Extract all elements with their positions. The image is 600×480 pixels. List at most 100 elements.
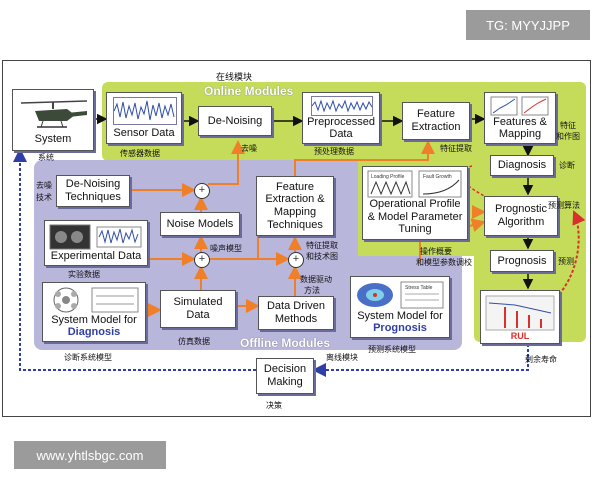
data-driven-cn-2: 方法 bbox=[304, 286, 320, 295]
features-mini-plots bbox=[490, 96, 549, 116]
simulated-label-1: Simulated bbox=[173, 296, 223, 309]
data-driven-label-1: Data Driven bbox=[266, 300, 326, 313]
rul-label: RUL bbox=[510, 330, 530, 341]
sensor-data-node: Sensor Data bbox=[106, 92, 182, 144]
denoising-label: De-Noising bbox=[207, 114, 263, 127]
helicopter-icon bbox=[20, 100, 88, 129]
simulated-data-node: Simulated Data bbox=[160, 290, 236, 328]
stress-table-text: Stress Table bbox=[405, 285, 433, 291]
experimental-images bbox=[49, 224, 142, 250]
op-profile-label-3: Tuning bbox=[398, 223, 432, 236]
system-label: System bbox=[34, 133, 72, 146]
decision-label-2: Making bbox=[267, 376, 303, 388]
preprocessed-label-1: Preprocessed bbox=[307, 115, 375, 128]
experimental-data-cn: 实验数据 bbox=[68, 270, 100, 279]
diagnosis-cn: 诊断 bbox=[559, 161, 575, 170]
prognostic-alg-cn: 预测算法 bbox=[548, 201, 580, 210]
fe-mapping-label-4: Techniques bbox=[267, 218, 323, 231]
prog-model-cn: 预测系统模型 bbox=[368, 345, 416, 354]
sum-node-1: + bbox=[194, 183, 210, 199]
denoising-techniques-node: De-Noising Techniques bbox=[56, 175, 130, 207]
fe-mapping-cn-2: 和技术图 bbox=[306, 252, 338, 261]
watermark-bottom: www.yhtlsbgc.com bbox=[14, 441, 166, 469]
prognostic-alg-label-2: Algorithm bbox=[497, 216, 545, 228]
features-mapping-label-2: Mapping bbox=[498, 128, 542, 141]
fe-mapping-cn-1: 特征提取 bbox=[306, 241, 338, 250]
prognostic-alg-label-1: Prognostic bbox=[495, 203, 547, 216]
features-mapping-cn-1: 特征 bbox=[560, 121, 576, 130]
op-profile-label-1: Operational Profile bbox=[369, 198, 461, 211]
feature-extraction-cn: 特征提取 bbox=[440, 144, 472, 153]
rul-cn: 剩余寿命 bbox=[525, 355, 557, 364]
simulated-label-2: Data bbox=[186, 309, 210, 321]
op-profile-cn-2: 和模型参数调校 bbox=[416, 258, 472, 267]
sensor-signal-plot bbox=[113, 97, 177, 125]
denoise-tech-cn-2: 技术 bbox=[36, 193, 52, 202]
sum-node-2: + bbox=[194, 252, 210, 268]
sensor-data-cn: 传感器数据 bbox=[120, 149, 160, 158]
noise-models-node: Noise Models bbox=[160, 212, 240, 236]
profile-mini-plots: Loading Profile Fault Growth bbox=[367, 170, 462, 198]
op-profile-label-2: & Model Parameter bbox=[367, 210, 463, 223]
system-node: System bbox=[12, 89, 94, 151]
preprocessed-signal-plot bbox=[311, 96, 373, 116]
experimental-data-label: Experimental Data bbox=[50, 250, 142, 263]
system-model-diagnosis-node: System Model for Diagnosis bbox=[42, 282, 146, 342]
sum-node-3: + bbox=[288, 252, 304, 268]
diagnosis-model-images bbox=[53, 287, 139, 313]
prognostic-algorithm-node: Prognostic Algorithm bbox=[484, 196, 558, 236]
sensor-data-label: Sensor Data bbox=[113, 127, 175, 140]
data-driven-methods-node: Data Driven Methods bbox=[258, 296, 334, 330]
offline-cn-label: 离线模块 bbox=[326, 353, 358, 362]
features-mapping-node: Features & Mapping bbox=[484, 92, 556, 144]
prognosis-cn: 预测 bbox=[558, 257, 574, 266]
fe-mapping-label-1: Feature bbox=[276, 180, 314, 193]
rul-plot bbox=[485, 295, 555, 331]
noise-models-label: Noise Models bbox=[166, 217, 234, 230]
decision-cn: 决策 bbox=[266, 401, 282, 410]
prognosis-model-images: Stress Table bbox=[357, 281, 444, 309]
system-model-prognosis-node: Stress Table System Model for Prognosis bbox=[350, 276, 450, 338]
decision-label-1: Decision bbox=[263, 363, 307, 376]
rul-node: RUL bbox=[480, 290, 560, 344]
op-profile-cn-1: 操作概要 bbox=[420, 247, 452, 256]
preprocessed-label-2: Data bbox=[329, 128, 353, 141]
fe-mapping-label-3: Mapping bbox=[273, 206, 317, 218]
diagnosis-label: Diagnosis bbox=[497, 159, 547, 172]
features-mapping-cn-2: 和作图 bbox=[556, 132, 580, 141]
noise-models-cn: 噪声模型 bbox=[210, 244, 242, 253]
preprocessed-cn: 预处理数据 bbox=[314, 147, 354, 156]
preprocessed-data-node: Preprocessed Data bbox=[302, 92, 380, 144]
denoise-tech-label-2: Techniques bbox=[65, 191, 121, 203]
diag-model-label-2: Diagnosis bbox=[67, 326, 121, 339]
data-driven-label-2: Methods bbox=[274, 313, 318, 325]
decision-making-node: Decision Making bbox=[256, 358, 314, 394]
prognosis-label: Prognosis bbox=[497, 254, 547, 267]
features-mapping-label-1: Features & bbox=[493, 115, 547, 128]
feature-extraction-node: Feature Extraction bbox=[402, 102, 470, 140]
diag-model-label-1: System Model for bbox=[51, 313, 137, 326]
denoising-cn: 去噪 bbox=[241, 144, 257, 153]
watermark-top: TG: MYYJJPP bbox=[466, 10, 590, 40]
feature-extraction-label-1: Feature bbox=[417, 108, 455, 121]
diagnosis-node: Diagnosis bbox=[490, 155, 554, 176]
experimental-data-node: Experimental Data bbox=[44, 220, 148, 266]
data-driven-cn-1: 数据驱动 bbox=[300, 275, 332, 284]
online-cn-label: 在线模块 bbox=[216, 72, 253, 82]
system-cn: 系统 bbox=[38, 153, 54, 162]
offline-en-label: Offline Modules bbox=[240, 336, 330, 350]
denoise-tech-label-1: De-Noising bbox=[65, 178, 121, 191]
prog-model-label-1: System Model for bbox=[357, 309, 443, 322]
denoise-tech-cn-1: 去噪 bbox=[36, 181, 52, 190]
diag-model-cn: 诊断系统模型 bbox=[64, 353, 112, 362]
denoising-node: De-Noising bbox=[198, 106, 272, 136]
operational-profile-node: Loading Profile Fault Growth Operational… bbox=[362, 166, 468, 240]
fe-mapping-label-2: Extraction & bbox=[265, 193, 325, 206]
prog-model-label-2: Prognosis bbox=[373, 322, 427, 335]
simulated-cn: 仿真数据 bbox=[178, 337, 210, 346]
loading-profile-text: Loading Profile bbox=[371, 174, 405, 180]
fe-mapping-techniques-node: Feature Extraction & Mapping Techniques bbox=[256, 176, 334, 236]
prognosis-node: Prognosis bbox=[490, 250, 554, 272]
feature-extraction-label-2: Extraction bbox=[411, 121, 461, 133]
